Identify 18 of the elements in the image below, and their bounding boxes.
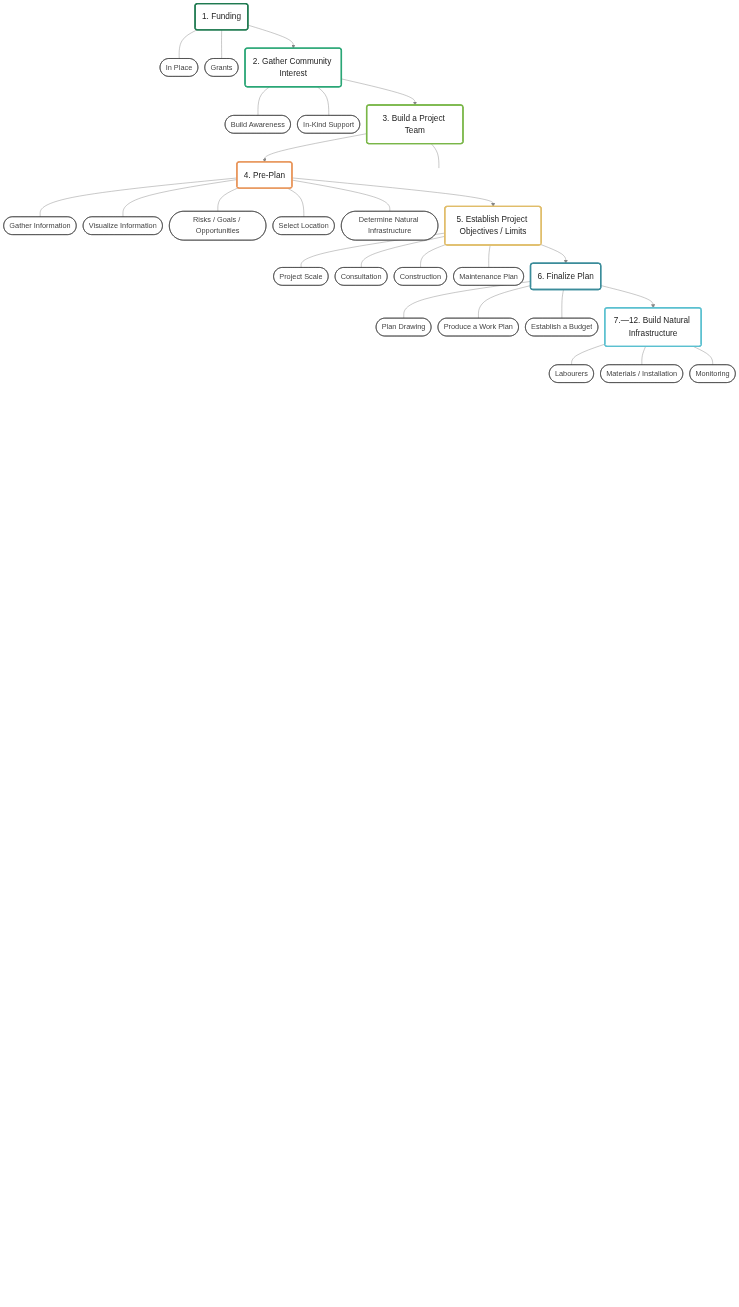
connector: [257, 86, 270, 116]
connector: [361, 236, 446, 268]
connector: [561, 289, 564, 319]
connector: [317, 86, 330, 116]
connector: [221, 29, 222, 59]
connector: [291, 179, 391, 212]
connector: [641, 346, 646, 366]
connector: [420, 244, 446, 268]
connector: [287, 188, 305, 218]
connector: [693, 346, 713, 366]
connector: [431, 143, 440, 169]
connector: [178, 29, 198, 59]
connector: [478, 285, 531, 319]
connector: [39, 177, 238, 218]
connector: [122, 179, 238, 218]
connector: [571, 343, 606, 366]
connector: [217, 187, 239, 212]
connector: [488, 244, 491, 268]
